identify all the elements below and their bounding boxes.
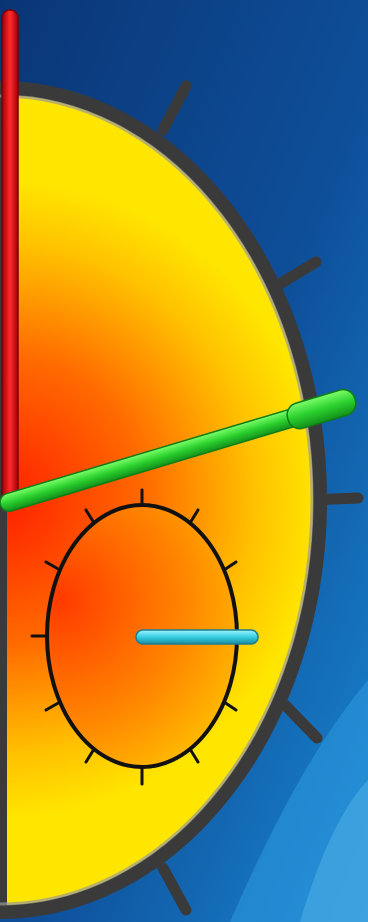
dial-tick	[272, 256, 322, 291]
main-dial-rim-highlight	[0, 94, 314, 906]
green-hand	[0, 388, 357, 513]
dial-tick	[279, 699, 323, 744]
dial-tick	[157, 862, 192, 916]
background-swoosh	[300, 780, 368, 922]
dial-tick-marks	[157, 80, 364, 916]
cyan-hand	[135, 629, 259, 645]
sub-dial-ticks	[30, 488, 254, 786]
background-swoosh	[230, 680, 368, 922]
dial-tick	[157, 80, 192, 136]
red-hand	[1, 9, 19, 503]
